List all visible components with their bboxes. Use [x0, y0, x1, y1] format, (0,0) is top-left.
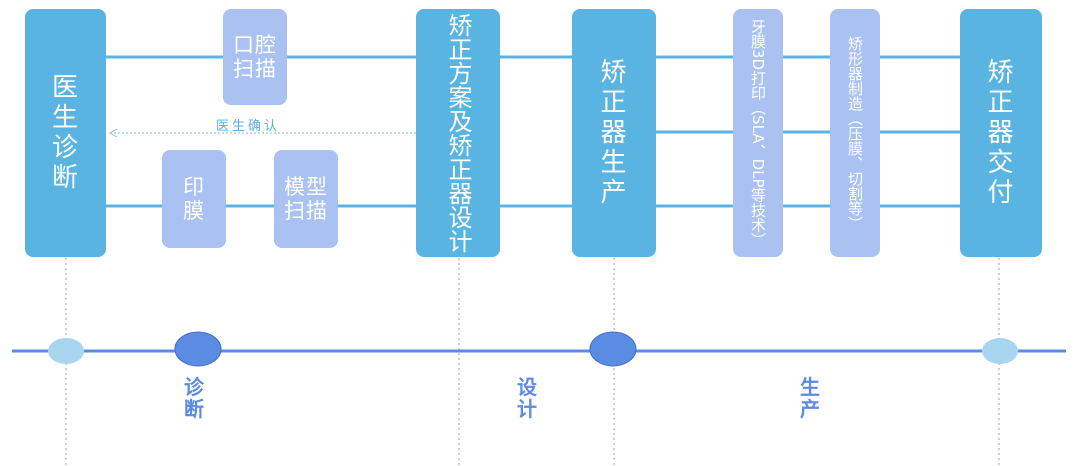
box-3d-print-label: 牙膜3D打印（SLA、DLP等技术）: [749, 18, 767, 248]
phase-design-label: 设 计: [517, 375, 537, 421]
box-model-scan: 模型 扫描: [274, 150, 338, 248]
box-delivery-label: 矫 正 器 交 付: [987, 58, 1015, 208]
phase-production-label: 生 产: [800, 375, 820, 421]
box-manufacture-label: 矫形器制造（压膜、切割等）: [846, 35, 864, 231]
box-design: 矫正方案及矫正器设计: [416, 9, 500, 257]
timeline-node-end: [982, 338, 1018, 364]
box-3d-print: 牙膜3D打印（SLA、DLP等技术）: [733, 9, 783, 257]
timeline-node-start: [48, 338, 84, 364]
box-impression: 印 膜: [162, 150, 226, 248]
box-manufacture: 矫形器制造（压膜、切割等）: [830, 9, 880, 257]
timeline-node-production: [589, 331, 637, 367]
box-production: 矫 正 器 生 产: [572, 9, 656, 257]
phase-diagnosis-label: 诊 断: [184, 375, 204, 421]
box-doctor-diagnosis: 医 生 诊 断: [25, 9, 106, 257]
timeline-node-diagnosis: [174, 331, 222, 367]
box-doctor-diagnosis-label: 医 生 诊 断: [51, 73, 79, 193]
box-oral-scan-label: 口腔 扫描: [233, 33, 277, 81]
feedback-arrowhead: [108, 128, 118, 138]
box-design-label: 矫正方案及矫正器设计: [444, 13, 472, 253]
box-model-scan-label: 模型 扫描: [284, 175, 328, 223]
box-production-label: 矫 正 器 生 产: [600, 58, 628, 208]
feedback-label: 医生确认: [216, 119, 281, 134]
box-delivery: 矫 正 器 交 付: [960, 9, 1042, 257]
box-impression-label: 印 膜: [183, 175, 205, 223]
box-oral-scan: 口腔 扫描: [223, 9, 287, 105]
